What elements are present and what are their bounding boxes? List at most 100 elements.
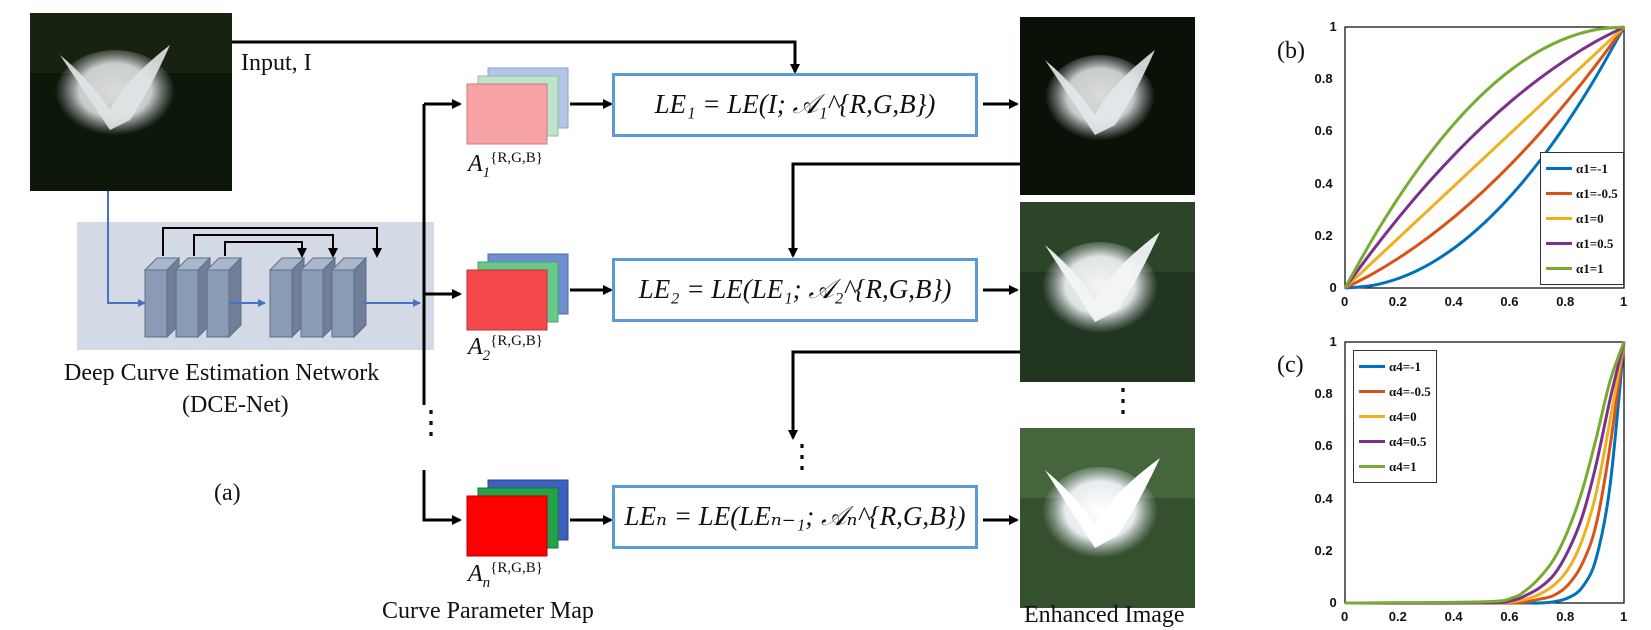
- x-tick-label: 0: [1341, 294, 1349, 309]
- x-tick-label: 0.8: [1556, 609, 1575, 624]
- panel-c-label: (c): [1277, 352, 1304, 378]
- legend-label: α4=1: [1389, 458, 1417, 474]
- conv-layer: [299, 256, 337, 339]
- legend-swatch: [1546, 217, 1572, 220]
- param-map-1-label: A1{R,G,B}: [468, 150, 543, 181]
- legend-entry: α4=-0.5: [1359, 379, 1431, 404]
- enhanced-image-1: [1020, 17, 1195, 195]
- param-map-2: [466, 253, 569, 331]
- x-tick-label: 0.4: [1444, 609, 1463, 624]
- x-tick-label: 0.8: [1556, 294, 1575, 309]
- x-tick-label: 0.6: [1500, 609, 1519, 624]
- conv-layers: [143, 256, 368, 339]
- x-tick-label: 0.6: [1500, 294, 1519, 309]
- legend-label: α4=0: [1389, 408, 1417, 424]
- legend-entry: α4=-1: [1359, 354, 1431, 379]
- y-tick-label: 0.4: [1314, 175, 1333, 191]
- legend-label: α4=-0.5: [1389, 383, 1431, 399]
- conv-layer: [174, 256, 212, 339]
- legend-entry: α1=1: [1546, 256, 1618, 281]
- y-tick-label: 0.8: [1314, 71, 1333, 87]
- vertical-ellipsis-2: ⋮: [786, 438, 818, 474]
- param-map-2-label: A2{R,G,B}: [468, 333, 543, 364]
- input-image: [30, 13, 232, 191]
- distribution-bus: [422, 99, 462, 525]
- chart-b-series: [1343, 25, 1626, 290]
- legend-entry: α1=-1: [1546, 156, 1618, 181]
- y-tick-label: 0.2: [1314, 227, 1333, 243]
- series-line: [1343, 25, 1625, 289]
- enhanced-image-2: [1020, 202, 1195, 382]
- legend-label: α1=1: [1576, 260, 1604, 276]
- input-label: Input, I: [241, 50, 312, 76]
- legend-entry: α1=-0.5: [1546, 181, 1618, 206]
- series-line: [1343, 25, 1626, 290]
- y-tick-label: 0.6: [1314, 123, 1333, 139]
- vertical-ellipsis-1: ⋮: [415, 404, 447, 440]
- y-tick-label: 0.8: [1314, 386, 1333, 402]
- enhanced-image-n: [1020, 428, 1195, 608]
- network-abbr: (DCE-Net): [182, 392, 289, 418]
- legend-entry: α4=0: [1359, 404, 1431, 429]
- legend-swatch: [1546, 242, 1572, 245]
- x-tick-label: 0.2: [1388, 294, 1407, 309]
- legend-swatch: [1359, 465, 1385, 468]
- conv-layer: [330, 256, 368, 339]
- conv-layer: [205, 256, 243, 339]
- legend-label: α1=0.5: [1576, 235, 1614, 251]
- y-tick-label: 0: [1329, 280, 1337, 295]
- feedback-arrow-1: [788, 162, 1020, 258]
- chart-c-legend: α4=-1 α4=-0.5 α4=0 α4=0.5 α4=1: [1353, 350, 1437, 483]
- param-map-1: [466, 67, 569, 145]
- series-line: [1344, 341, 1626, 605]
- series-line: [1344, 26, 1626, 290]
- chart-b-legend: α1=-1 α1=-0.5 α1=0 α1=0.5 α1=1: [1540, 152, 1624, 285]
- legend-label: α4=-1: [1389, 358, 1421, 374]
- legend-entry: α4=1: [1359, 454, 1431, 479]
- y-tick-label: 0.6: [1314, 438, 1333, 454]
- conv-layer: [268, 256, 306, 339]
- network-title: Deep Curve Estimation Network: [64, 360, 380, 386]
- panel-b-label: (b): [1277, 38, 1305, 64]
- legend-swatch: [1546, 267, 1572, 270]
- legend-entry: α1=0.5: [1546, 231, 1618, 256]
- legend-swatch: [1359, 440, 1385, 443]
- x-tick-label: 0.4: [1444, 294, 1463, 309]
- series-line: [1343, 25, 1625, 289]
- formula-le2: LE₂ = LE(LE₁; 𝒜₂^{R,G,B}): [612, 258, 978, 322]
- feedback-arrow-2: [788, 350, 1020, 440]
- dce-net-block: [77, 191, 434, 350]
- enhanced-caption: Enhanced Image: [1024, 602, 1185, 628]
- legend-label: α1=0: [1576, 210, 1604, 226]
- input-arrow: [232, 40, 800, 74]
- legend-entry: α4=0.5: [1359, 429, 1431, 454]
- legend-swatch: [1546, 192, 1572, 195]
- x-tick-label: 1: [1620, 609, 1628, 624]
- legend-entry: α1=0: [1546, 206, 1618, 231]
- legend-swatch: [1359, 390, 1385, 393]
- legend-label: α1=-1: [1576, 160, 1608, 176]
- formula-le1: LE₁ = LE(I; 𝒜₁^{R,G,B}): [612, 73, 978, 137]
- legend-label: α1=-0.5: [1576, 185, 1618, 201]
- conv-layer: [143, 256, 181, 339]
- param-map-caption: Curve Parameter Map: [382, 598, 594, 624]
- series-line: [1344, 341, 1626, 605]
- panel-a-label: (a): [214, 480, 241, 506]
- y-tick-label: 1: [1329, 19, 1337, 34]
- y-tick-label: 0: [1329, 595, 1337, 610]
- legend-swatch: [1359, 415, 1385, 418]
- param-map-n: [466, 479, 569, 557]
- x-tick-label: 0: [1341, 609, 1349, 624]
- legend-label: α4=0.5: [1389, 433, 1427, 449]
- param-map-n-label: An{R,G,B}: [468, 560, 543, 591]
- y-tick-label: 0.4: [1314, 490, 1333, 506]
- vertical-ellipsis-3: ⋮: [1107, 382, 1139, 418]
- x-tick-label: 1: [1620, 294, 1628, 309]
- legend-swatch: [1546, 167, 1572, 170]
- chart-c-series: [1344, 341, 1626, 605]
- y-tick-label: 0.2: [1314, 542, 1333, 558]
- y-tick-label: 1: [1329, 334, 1337, 349]
- series-line: [1344, 26, 1626, 290]
- x-tick-label: 0.2: [1388, 609, 1407, 624]
